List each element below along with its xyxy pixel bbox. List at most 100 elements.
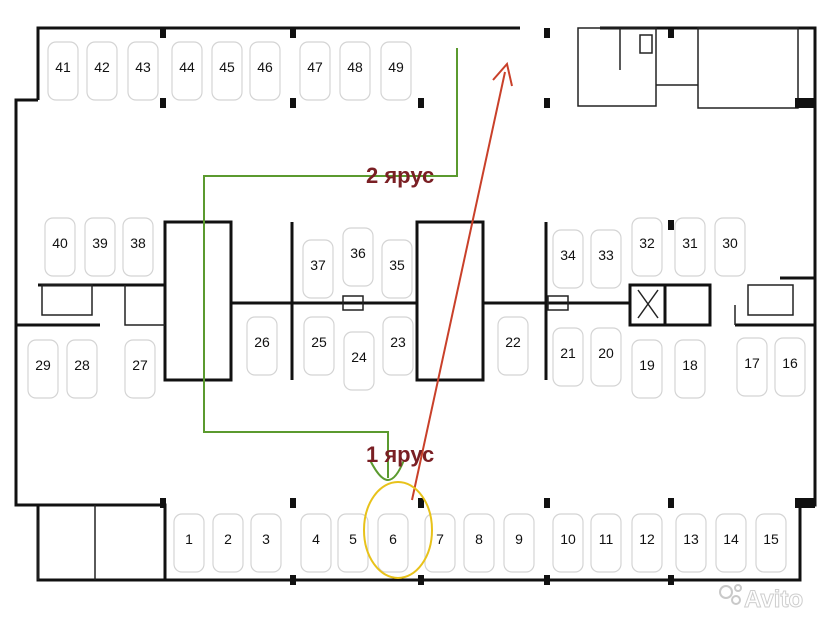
parking-spot-24: 24 (351, 349, 367, 365)
parking-spot-28: 28 (74, 357, 90, 373)
tier-2-label: 2 ярус (366, 163, 434, 188)
car-outline-icon (424, 513, 456, 573)
stairs-icon (747, 284, 794, 316)
elevator-icon (628, 283, 667, 327)
parking-spot-46: 46 (257, 59, 273, 75)
parking-spot-14: 14 (723, 531, 739, 547)
green-arrow-head-icon (369, 459, 405, 482)
parking-spot-21: 21 (560, 345, 576, 361)
parking-spot-2: 2 (224, 531, 232, 547)
parking-spot-6: 6 (389, 531, 397, 547)
car-outline-icon (463, 513, 495, 573)
parking-spot-3: 3 (262, 531, 270, 547)
car-outline-icon (343, 331, 375, 391)
car-outline-icon (675, 513, 707, 573)
car-outline-icon (27, 339, 59, 399)
car-outline-icon (127, 41, 159, 101)
parking-spot-44: 44 (179, 59, 195, 75)
parking-spot-23: 23 (390, 334, 406, 350)
parking-spot-4: 4 (312, 531, 320, 547)
parking-spot-19: 19 (639, 357, 655, 373)
right-stair-block (628, 276, 815, 327)
car-outline-icon (171, 41, 203, 101)
service-rooms (577, 27, 815, 109)
parking-spot-38: 38 (130, 235, 146, 251)
parking-spot-16: 16 (782, 355, 798, 371)
parking-spot-1: 1 (185, 531, 193, 547)
bottom-left-rooms (37, 503, 167, 580)
parking-spot-48: 48 (347, 59, 363, 75)
parking-spot-49: 49 (388, 59, 404, 75)
parking-spot-29: 29 (35, 357, 51, 373)
car-outline-icon (342, 227, 374, 287)
car-outline-icon (212, 513, 244, 573)
parking-spot-42: 42 (94, 59, 110, 75)
parking-spot-9: 9 (515, 531, 523, 547)
car-outline-icon (246, 316, 278, 376)
car-outline-icon (497, 316, 529, 376)
car-outline-icon (552, 513, 584, 573)
parking-spot-18: 18 (682, 357, 698, 373)
parking-spot-37: 37 (310, 257, 326, 273)
parking-spot-40: 40 (52, 235, 68, 251)
car-outline-icon (755, 513, 787, 573)
car-outline-icon (211, 41, 243, 101)
highlighted-spot-circle (363, 481, 433, 579)
car-outline-icon (674, 339, 706, 399)
car-outline-icon (337, 513, 369, 573)
car-outline-icon (590, 513, 622, 573)
avito-logo-icon (719, 584, 742, 605)
car-outline-icon (250, 513, 282, 573)
parking-spot-45: 45 (219, 59, 235, 75)
car-outline-icon (173, 513, 205, 573)
parking-spot-32: 32 (639, 235, 655, 251)
parking-spot-20: 20 (598, 345, 614, 361)
left-stair-block (16, 283, 165, 327)
avito-watermark-text: Avito (744, 586, 803, 613)
parking-spot-31: 31 (682, 235, 698, 251)
car-outline-icon (631, 217, 663, 277)
center-cores (163, 220, 630, 382)
parking-spot-5: 5 (349, 531, 357, 547)
car-outline-icon (377, 513, 409, 573)
car-outline-icon (715, 513, 747, 573)
red-route-arrow (411, 71, 506, 501)
parking-spot-35: 35 (389, 257, 405, 273)
green-route-path (203, 48, 458, 478)
car-outline-icon (714, 217, 746, 277)
car-outline-icon (674, 217, 706, 277)
car-outline-icon (590, 327, 622, 387)
stairs-icon (41, 284, 93, 316)
car-outline-icon (300, 513, 332, 573)
car-outline-icon (552, 229, 584, 289)
car-outline-icon (299, 41, 331, 101)
car-outline-icon (44, 217, 76, 277)
parking-spot-26: 26 (254, 334, 270, 350)
red-arrow-head-icon (492, 61, 513, 87)
car-outline-icon (552, 327, 584, 387)
car-outline-icon (66, 339, 98, 399)
car-outline-icon (774, 337, 806, 397)
car-outline-icon (736, 337, 768, 397)
parking-spot-36: 36 (350, 245, 366, 261)
car-outline-icon (381, 239, 413, 299)
parking-spot-15: 15 (763, 531, 779, 547)
parking-spot-7: 7 (436, 531, 444, 547)
parking-spot-12: 12 (639, 531, 655, 547)
car-outline-icon (380, 41, 412, 101)
car-outline-icon (590, 229, 622, 289)
parking-spot-27: 27 (132, 357, 148, 373)
car-outline-icon (631, 339, 663, 399)
car-outline-icon (122, 217, 154, 277)
car-outline-icon (382, 316, 414, 376)
car-outlines (27, 41, 806, 573)
car-outline-icon (249, 41, 281, 101)
parking-spot-10: 10 (560, 531, 576, 547)
parking-spot-39: 39 (92, 235, 108, 251)
parking-spot-41: 41 (55, 59, 71, 75)
car-outline-icon (631, 513, 663, 573)
car-outline-icon (84, 217, 116, 277)
car-outline-icon (47, 41, 79, 101)
